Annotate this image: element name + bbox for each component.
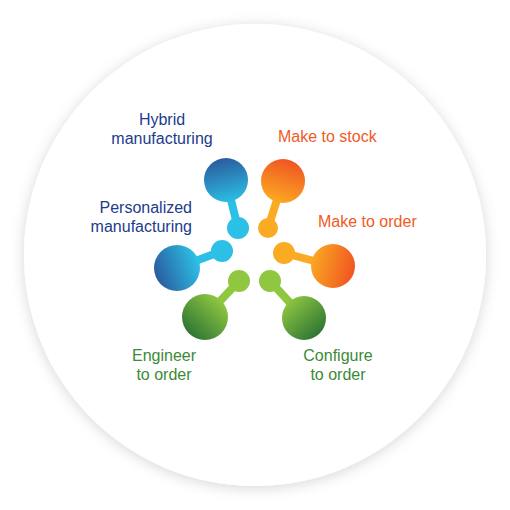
molecule-big-circle — [182, 294, 228, 340]
node-label: Personalized manufacturing — [70, 198, 192, 236]
molecule-neck — [226, 180, 238, 228]
molecule-small-circle — [259, 270, 281, 292]
node-label: Engineer to order — [125, 346, 203, 384]
node-label: Configure to order — [297, 346, 379, 384]
molecule-node: Configure to order — [257, 268, 387, 388]
node-label: Make to order — [318, 212, 448, 231]
molecule-neck — [177, 251, 222, 268]
molecule-neck — [284, 253, 333, 266]
molecule-small-circle — [228, 270, 250, 292]
molecule-big-circle — [154, 245, 200, 291]
molecule-small-circle — [273, 242, 295, 264]
molecule-node: Make to order — [270, 205, 455, 293]
node-label: Hybrid manufacturing — [100, 110, 224, 148]
molecule-big-circle — [261, 159, 305, 203]
node-label: Make to stock — [278, 127, 418, 146]
molecule-node: Personalized manufacturing — [65, 192, 240, 294]
molecule-small-circle — [258, 218, 278, 238]
molecule-big-circle — [311, 244, 355, 288]
molecule-neck — [205, 281, 239, 317]
molecule-big-circle — [282, 296, 326, 340]
molecule-neck — [270, 281, 304, 318]
molecule-big-circle — [204, 158, 248, 202]
molecule-node: Engineer to order — [120, 268, 255, 388]
background-disc — [24, 24, 486, 486]
molecule-small-circle — [227, 217, 249, 239]
molecule-neck — [268, 181, 283, 228]
molecule-node: Make to stock — [250, 120, 425, 250]
molecule-small-circle — [211, 240, 233, 262]
